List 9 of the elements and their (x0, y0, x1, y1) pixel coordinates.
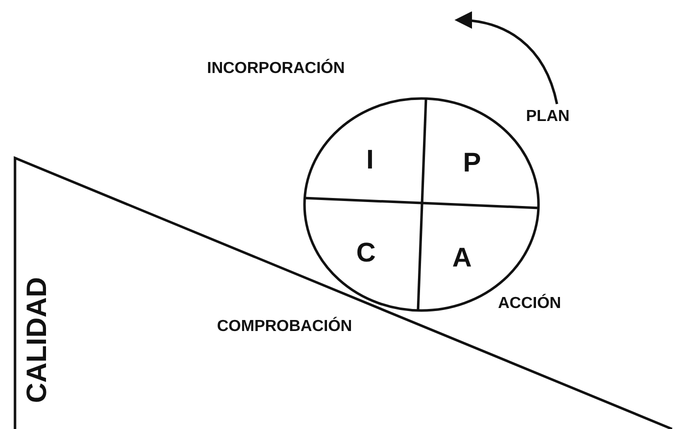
stage-label: PLAN (526, 108, 570, 126)
stage-label: ACCIÓN (498, 295, 562, 313)
stage-label: INCORPORACIÓN (207, 60, 345, 78)
quadrant-letter: P (463, 148, 481, 178)
axis-label: CALIDAD (21, 277, 53, 403)
quadrant-letter: C (356, 238, 376, 268)
stage-label: COMPROBACIÓN (217, 318, 352, 336)
quadrant-letter: A (452, 242, 472, 274)
quadrant-letter: I (366, 144, 374, 176)
